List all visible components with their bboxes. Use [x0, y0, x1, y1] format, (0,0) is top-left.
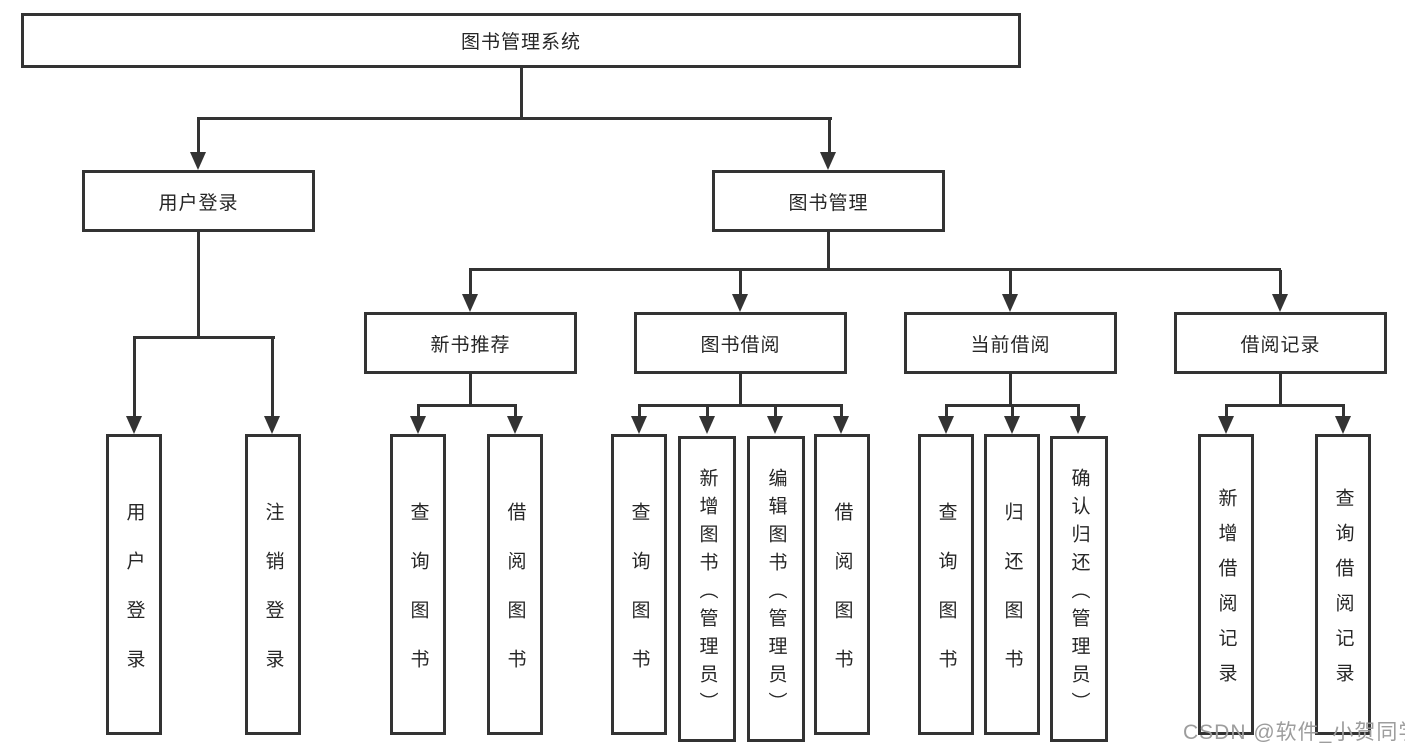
- connector-line: [945, 404, 1080, 407]
- csdn-watermark: CSDN @软件_小贺同学: [1183, 721, 1405, 744]
- node-new-book-recommend-label: 新书推荐: [430, 334, 511, 356]
- connector-line: [1279, 270, 1282, 296]
- connector-line: [133, 336, 275, 339]
- leaf-query-books-current-label: 查询图书: [935, 501, 957, 698]
- leaf-add-borrow-record-label: 新增借阅记录: [1215, 487, 1237, 698]
- node-book-management-label: 图书管理: [788, 192, 869, 214]
- arrow-down-icon: [462, 294, 478, 312]
- leaf-borrow-books-recommend-label: 借阅图书: [504, 501, 526, 698]
- connector-line: [945, 406, 948, 418]
- connector-line: [271, 338, 274, 418]
- arrow-down-icon: [190, 152, 206, 170]
- arrow-down-icon: [1335, 416, 1351, 434]
- leaf-query-borrow-record: 查询借阅记录: [1315, 434, 1371, 735]
- leaf-query-books-borrow-label: 查询图书: [628, 501, 650, 698]
- node-library-system-label: 图书管理系统: [460, 32, 581, 53]
- leaf-user-login: 用户登录: [106, 434, 162, 735]
- node-new-book-recommend: 新书推荐: [364, 312, 577, 374]
- leaf-user-login-label: 用户登录: [123, 501, 145, 698]
- connector-line: [739, 374, 742, 406]
- connector-line: [827, 232, 830, 270]
- connector-line: [1279, 374, 1282, 406]
- leaf-query-books-recommend-label: 查询图书: [407, 501, 429, 698]
- arrow-down-icon: [1002, 294, 1018, 312]
- node-current-borrow-label: 当前借阅: [970, 334, 1051, 356]
- connector-line: [840, 406, 843, 418]
- connector-line: [1011, 406, 1014, 418]
- connector-line: [706, 406, 709, 418]
- connector-line: [1225, 406, 1228, 418]
- node-book-management: 图书管理: [712, 170, 945, 232]
- connector-line: [514, 406, 517, 418]
- leaf-edit-books-admin: 编辑图书（管理员）: [747, 436, 805, 742]
- leaf-confirm-return-admin-label: 确认归还（管理员）: [1068, 467, 1090, 720]
- leaf-borrow-books: 借阅图书: [814, 434, 870, 735]
- node-book-borrow: 图书借阅: [634, 312, 847, 374]
- connector-line: [197, 117, 832, 120]
- arrow-down-icon: [699, 416, 715, 434]
- arrow-down-icon: [631, 416, 647, 434]
- connector-line: [1077, 406, 1080, 418]
- arrow-down-icon: [732, 294, 748, 312]
- arrow-down-icon: [820, 152, 836, 170]
- node-book-borrow-label: 图书借阅: [700, 334, 781, 356]
- connector-line: [774, 406, 777, 418]
- arrow-down-icon: [1070, 416, 1086, 434]
- leaf-query-borrow-record-label: 查询借阅记录: [1332, 487, 1354, 698]
- arrow-down-icon: [410, 416, 426, 434]
- arrow-down-icon: [767, 416, 783, 434]
- leaf-return-books: 归还图书: [984, 434, 1040, 735]
- connector-line: [739, 270, 742, 296]
- leaf-borrow-books-recommend: 借阅图书: [487, 434, 543, 735]
- leaf-query-books-borrow: 查询图书: [611, 434, 667, 735]
- node-library-system: 图书管理系统: [21, 13, 1021, 68]
- connector-line: [469, 374, 472, 406]
- leaf-logout-label: 注销登录: [262, 501, 284, 698]
- connector-line: [469, 270, 472, 296]
- arrow-down-icon: [1004, 416, 1020, 434]
- leaf-confirm-return-admin: 确认归还（管理员）: [1050, 436, 1108, 742]
- arrow-down-icon: [1218, 416, 1234, 434]
- connector-line: [417, 404, 517, 407]
- arrow-down-icon: [126, 416, 142, 434]
- node-borrow-records: 借阅记录: [1174, 312, 1387, 374]
- connector-line: [469, 268, 1281, 271]
- arrow-down-icon: [938, 416, 954, 434]
- connector-line: [828, 119, 831, 155]
- arrow-down-icon: [833, 416, 849, 434]
- connector-line: [638, 406, 641, 418]
- connector-line: [133, 338, 136, 418]
- connector-line: [520, 68, 523, 118]
- node-user-login-label: 用户登录: [158, 192, 239, 214]
- leaf-borrow-books-label: 借阅图书: [831, 501, 853, 698]
- leaf-add-books-admin: 新增图书（管理员）: [678, 436, 736, 742]
- leaf-query-books-recommend: 查询图书: [390, 434, 446, 735]
- node-borrow-records-label: 借阅记录: [1240, 334, 1321, 356]
- connector-line: [197, 232, 200, 338]
- leaf-return-books-label: 归还图书: [1001, 501, 1023, 698]
- connector-line: [1225, 404, 1345, 407]
- leaf-query-books-current: 查询图书: [918, 434, 974, 735]
- node-user-login: 用户登录: [82, 170, 315, 232]
- node-current-borrow: 当前借阅: [904, 312, 1117, 374]
- arrow-down-icon: [507, 416, 523, 434]
- leaf-add-borrow-record: 新增借阅记录: [1198, 434, 1254, 735]
- connector-line: [1009, 374, 1012, 406]
- connector-line: [197, 119, 200, 155]
- leaf-add-books-admin-label: 新增图书（管理员）: [696, 467, 718, 720]
- connector-line: [638, 404, 843, 407]
- connector-line: [1009, 270, 1012, 296]
- leaf-logout: 注销登录: [245, 434, 301, 735]
- connector-line: [1342, 406, 1345, 418]
- leaf-edit-books-admin-label: 编辑图书（管理员）: [765, 467, 787, 720]
- connector-line: [417, 406, 420, 418]
- arrow-down-icon: [264, 416, 280, 434]
- arrow-down-icon: [1272, 294, 1288, 312]
